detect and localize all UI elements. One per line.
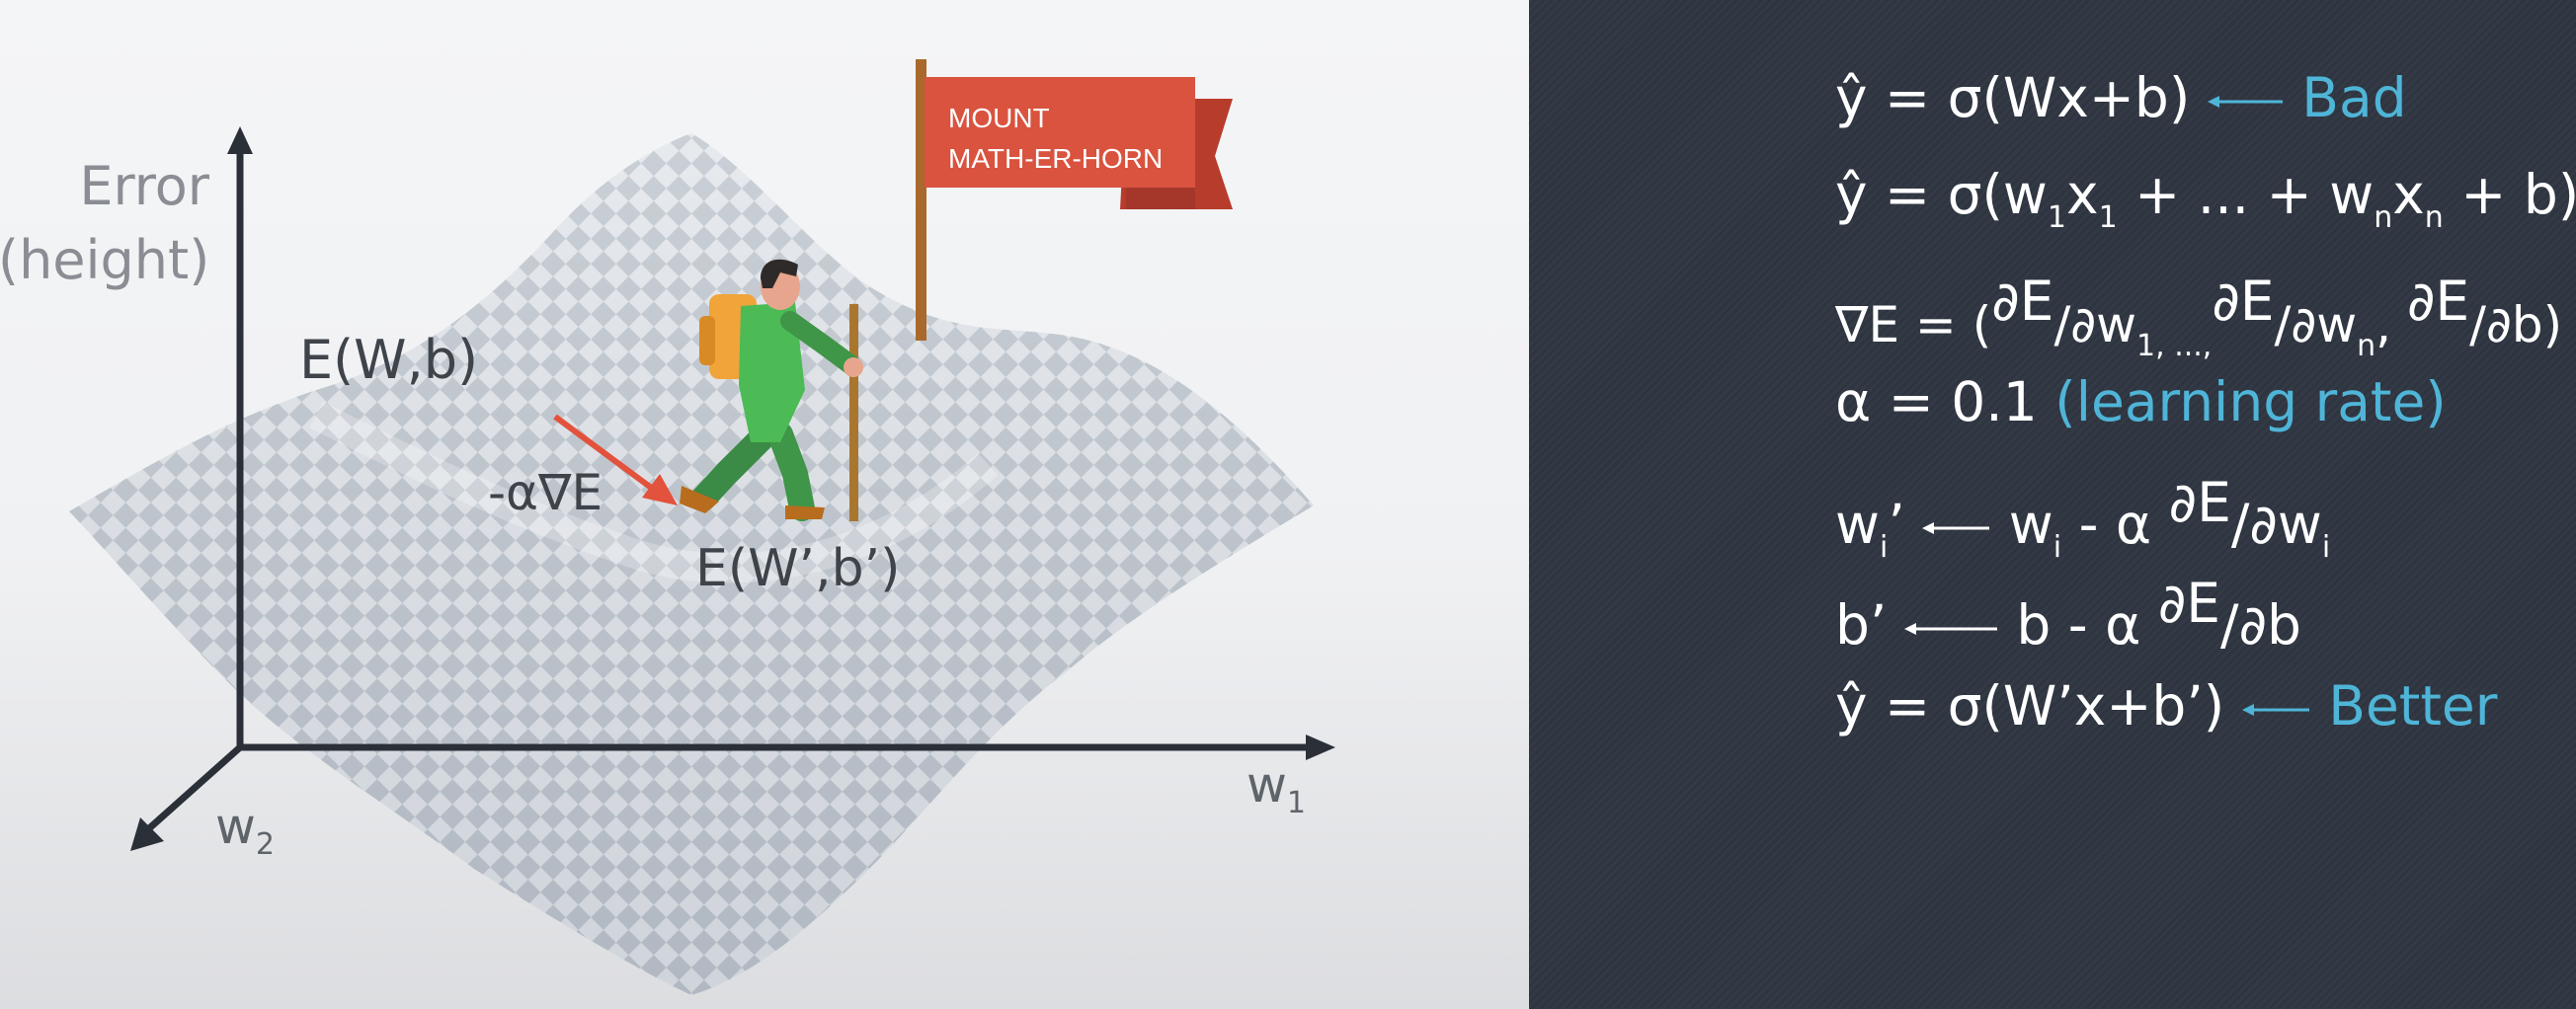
equation-prediction-better: ŷ = σ(W’x+b’) Better [1835,679,2497,734]
learning-rate-note: (learning rate) [2054,370,2447,433]
eq2-part-d: x [2392,163,2425,226]
eq3-frac-3: ∂E [2406,270,2470,333]
flag-pole [916,59,926,341]
gradient-step-arrow [553,414,678,505]
w1-axis-label: w1 [1247,760,1306,818]
eq3-part-a: ∇E = ( [1835,296,1992,353]
error-axis-label-line1: Error [79,155,209,217]
eq6-frac: ∂E [2157,572,2221,635]
error-surface-diagram [69,59,1335,995]
eq6-part-c: /∂b [2220,593,2301,657]
left-arrow-icon [1922,521,1990,534]
eq3-frac-1: ∂E [1991,270,2054,333]
equation-gradient: ∇E = (∂E/∂w1, ...,∂E/∂wn, ∂E/∂b) [1835,274,2562,361]
error-surface [69,133,1314,995]
eq2-part-a: ŷ = σ(w [1835,163,2048,226]
w2-axis-label: w2 [215,802,275,860]
equations-panel: ŷ = σ(Wx+b) Bad ŷ = σ(w1x1 + ... + wnxn … [1529,0,2576,1009]
eq3-part-c: /∂w [2274,296,2358,353]
eq3-sub-2: n [2357,329,2376,363]
summit-flag [916,59,1233,341]
eq3-frac-2: ∂E [2212,270,2275,333]
equation-prediction-better-text: ŷ = σ(W’x+b’) [1835,674,2225,737]
flag-banner [925,77,1195,188]
bad-note: Bad [2301,66,2407,129]
eq5-part-e: /∂w [2230,493,2322,556]
equation-learning-rate: α = 0.1 (learning rate) [1835,375,2447,429]
eq2-sub-4: n [2424,200,2444,235]
eq5-part-b: ’ [1888,493,1905,556]
flag-text: MOUNT MATH-ER-HORN [948,99,1163,179]
eq3-part-e: /∂b) [2469,296,2563,353]
eq2-part-b: x [2066,163,2099,226]
eq6-part-b: b - α [2016,593,2158,657]
left-arrow-icon [2241,703,2309,716]
eq5-part-a: w [1835,493,1880,556]
error-axis-label-line2: (height) [0,228,210,291]
eq5-sub-2: i [2053,530,2062,565]
equation-weight-update: wi’ wi - α ∂E/∂wi [1835,476,2330,563]
eq3-part-b: /∂w [2053,296,2137,353]
flag-text-line2: MATH-ER-HORN [948,142,1164,174]
eq2-sub-2: 1 [2098,200,2118,235]
w2-axis-label-base: w [215,798,256,855]
eq5-sub-3: i [2321,530,2331,565]
left-arrow-icon [2207,95,2283,108]
eq5-part-c: w [2008,493,2053,556]
walking-stick [849,304,858,521]
eq2-part-e: + b) [2443,163,2576,226]
gradient-step-label: -α∇E [488,464,604,521]
hiker [680,259,863,521]
eq3-sub-1: 1, ..., [2136,329,2213,363]
eq3-part-d: , [2375,296,2407,353]
next-error-label: E(W’,b’) [695,539,901,598]
current-error-label: E(W,b) [299,329,479,391]
w1-axis-label-base: w [1247,756,1287,814]
eq5-frac: ∂E [2168,471,2231,534]
axes [130,126,1335,851]
eq2-part-c: + ... + w [2117,163,2375,226]
flag-text-line1: MOUNT [948,103,1050,133]
left-arrow-icon [1903,622,1997,635]
equation-prediction-bad: ŷ = σ(Wx+b) Bad [1835,71,2407,125]
w1-axis-label-sub: 1 [1286,786,1306,820]
w1-axis-arrowhead [1306,735,1335,760]
eq2-sub-1: 1 [2047,200,2066,235]
equation-prediction-expanded: ŷ = σ(w1x1 + ... + wnxn + b) [1835,168,2576,233]
eq6-part-a: b’ [1835,593,1888,657]
eq2-sub-3: n [2374,200,2393,235]
eq4-part-a: α = 0.1 [1835,370,2055,433]
eq5-part-d: - α [2061,493,2169,556]
better-note: Better [2328,674,2498,737]
error-axis-label: Error (height) [0,150,209,297]
diagram-panel: Error (height) E(W,b) -α∇E E(W’,b’) w1 w… [0,0,1529,1009]
equation-prediction-bad-text: ŷ = σ(Wx+b) [1835,66,2191,129]
w2-axis-arrowhead [130,817,164,851]
w2-axis-label-sub: 2 [255,827,275,862]
error-axis-arrowhead [227,126,253,154]
equation-bias-update: b’ b - α ∂E/∂b [1835,577,2301,653]
w2-axis [145,744,243,832]
eq5-sub-1: i [1879,530,1889,565]
